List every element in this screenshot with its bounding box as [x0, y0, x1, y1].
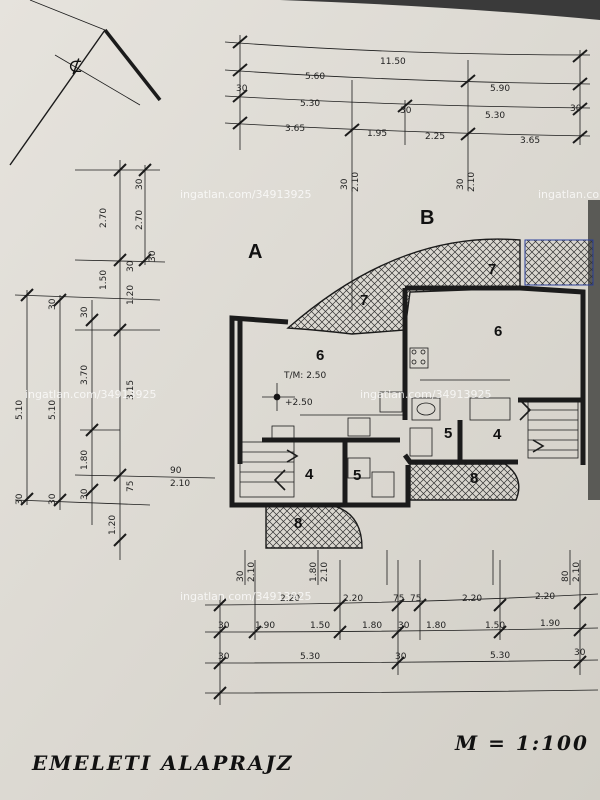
dim-left-c5-1: 2.70: [135, 210, 145, 230]
opening-top-b-2: 2.10: [467, 172, 477, 192]
room-label-8b: 8: [470, 470, 478, 487]
north-symbol: ⊄: [68, 56, 83, 77]
opening-left-1: 90: [170, 466, 182, 476]
room-level-note: +2.50: [285, 398, 313, 408]
dim-left-c5-0: 30: [135, 178, 145, 190]
dim-left-c4-2: 30: [126, 260, 136, 272]
dim-left-c3-3: 30: [80, 488, 90, 500]
dim-bot-r3-0: 30: [218, 652, 230, 662]
opening-bottom-1: 30: [236, 570, 246, 582]
watermark-3: ingatlan.com/34913925: [360, 388, 492, 401]
opening-bottom-2: 2.10: [247, 562, 257, 582]
dim-top-r4-1: 1.95: [367, 129, 387, 139]
dim-left-c3-4: 1.20: [108, 515, 118, 535]
dim-top-r1-0: 11.50: [380, 57, 406, 67]
dim-bot-r1-5: 2.20: [535, 592, 555, 602]
dim-bot-r3-1: 5.30: [300, 652, 320, 662]
dim-left-c4-5: 75: [126, 481, 136, 492]
dim-bot-r2-5: 1.80: [426, 621, 446, 631]
paper-fold-top: [280, 0, 600, 20]
north-arrow: ⊄: [9, 0, 162, 166]
room-label-5a: 5: [353, 467, 361, 484]
opening-left-2: 2.10: [170, 479, 190, 489]
opening-bottom-6: 2.10: [572, 562, 582, 582]
dimensions-bottom: [204, 550, 599, 705]
dim-bot-r1-1: 2.20: [343, 594, 363, 604]
room-label-6b: 6: [494, 323, 502, 340]
dim-left-c4-1: 1.50: [99, 270, 109, 290]
watermark-2: ingatlan.com/34913925: [25, 388, 157, 401]
dim-bot-r3-2: 30: [395, 652, 407, 662]
dim-bot-r1-4: 2.20: [462, 594, 482, 604]
watermark-1: ingatlan.com/34913925: [180, 188, 312, 201]
dim-bot-r3-4: 30: [574, 648, 586, 658]
unit-label-b: B: [420, 207, 434, 229]
dim-top-r3-0: 30: [236, 84, 248, 94]
opening-bottom-5: 80: [561, 570, 571, 582]
dim-left-c2-1: 5.10: [48, 400, 58, 420]
opening-top-a-2: 2.10: [351, 172, 361, 192]
room-label-4b: 4: [493, 426, 502, 443]
dim-left-c2-2: 30: [48, 493, 58, 505]
dimensions-top: [224, 35, 591, 310]
room-label-8a: 8: [294, 515, 302, 532]
dim-left-c4-3: 1.20: [126, 285, 136, 305]
dim-bot-r2-2: 1.50: [310, 621, 330, 631]
dim-top-r4-3: 3.65: [520, 136, 540, 146]
opening-bottom-4: 2.10: [320, 562, 330, 582]
opening-top-a-1: 30: [340, 178, 350, 190]
dim-bot-r2-3: 1.80: [362, 621, 382, 631]
dim-top-r3-2: 30: [400, 106, 412, 116]
room-area-note: T/M: 2.50: [283, 371, 327, 381]
dim-top-r2-0: 5.60: [305, 72, 325, 82]
dim-left-c2-0: 30: [48, 298, 58, 310]
unit-label-a: A: [248, 241, 262, 263]
dim-bot-r2-0: 30: [218, 621, 230, 631]
dim-bot-r2-1: 1.90: [255, 621, 275, 631]
room-label-6a: 6: [316, 347, 324, 364]
dim-bot-r1-0: 2.20: [280, 594, 300, 604]
dim-top-r4-0: 3.65: [285, 124, 305, 134]
dim-left-c1-1: 30: [15, 493, 25, 505]
watermark-4: ingatlan.com/34913925: [180, 590, 312, 603]
dim-bot-r2-6: 1.50: [485, 621, 505, 631]
room-label-5b: 5: [444, 425, 452, 442]
dim-top-r3-3: 5.30: [485, 111, 505, 121]
dim-top-r3-1: 5.30: [300, 99, 320, 109]
dim-left-c3-0: 30: [80, 306, 90, 318]
interior-details: [239, 347, 579, 498]
terrace-7-curve: [286, 238, 521, 335]
balcony-8-b: [409, 463, 520, 501]
dim-left-c3-1: 3.70: [80, 365, 90, 385]
opening-top-b-1: 30: [456, 178, 466, 190]
room-label-7a: 7: [360, 292, 368, 309]
opening-bottom-3: 1.80: [309, 562, 319, 582]
dim-left-c4-0: 2.70: [99, 208, 109, 228]
dim-bot-r2-7: 1.90: [540, 619, 560, 629]
plan-title: EMELETI ALAPRAJZ: [31, 751, 293, 775]
dim-left-c1-0: 5.10: [15, 400, 25, 420]
watermark-5: ingatlan.com/34913925: [538, 188, 600, 201]
dim-bot-r1-2: 75: [393, 594, 404, 604]
plan-scale: M = 1:100: [454, 731, 589, 755]
dim-top-r4-2: 2.25: [425, 132, 445, 142]
dimensions-left: [14, 160, 216, 560]
terrace-7-b-hatch: [524, 239, 594, 286]
dim-left-c4-4: 3.15: [126, 380, 136, 400]
dim-left-c5-2: 30: [148, 250, 158, 262]
dim-left-c3-2: 1.80: [80, 450, 90, 470]
dim-bot-r3-3: 5.30: [490, 651, 510, 661]
dim-bot-r1-3: 75: [410, 594, 421, 604]
dim-top-r3-4: 30: [570, 104, 582, 114]
dim-top-r2-1: 5.90: [490, 84, 510, 94]
room-label-4a: 4: [305, 466, 314, 483]
room-label-7b: 7: [488, 261, 496, 278]
dim-bot-r2-4: 30: [398, 621, 410, 631]
